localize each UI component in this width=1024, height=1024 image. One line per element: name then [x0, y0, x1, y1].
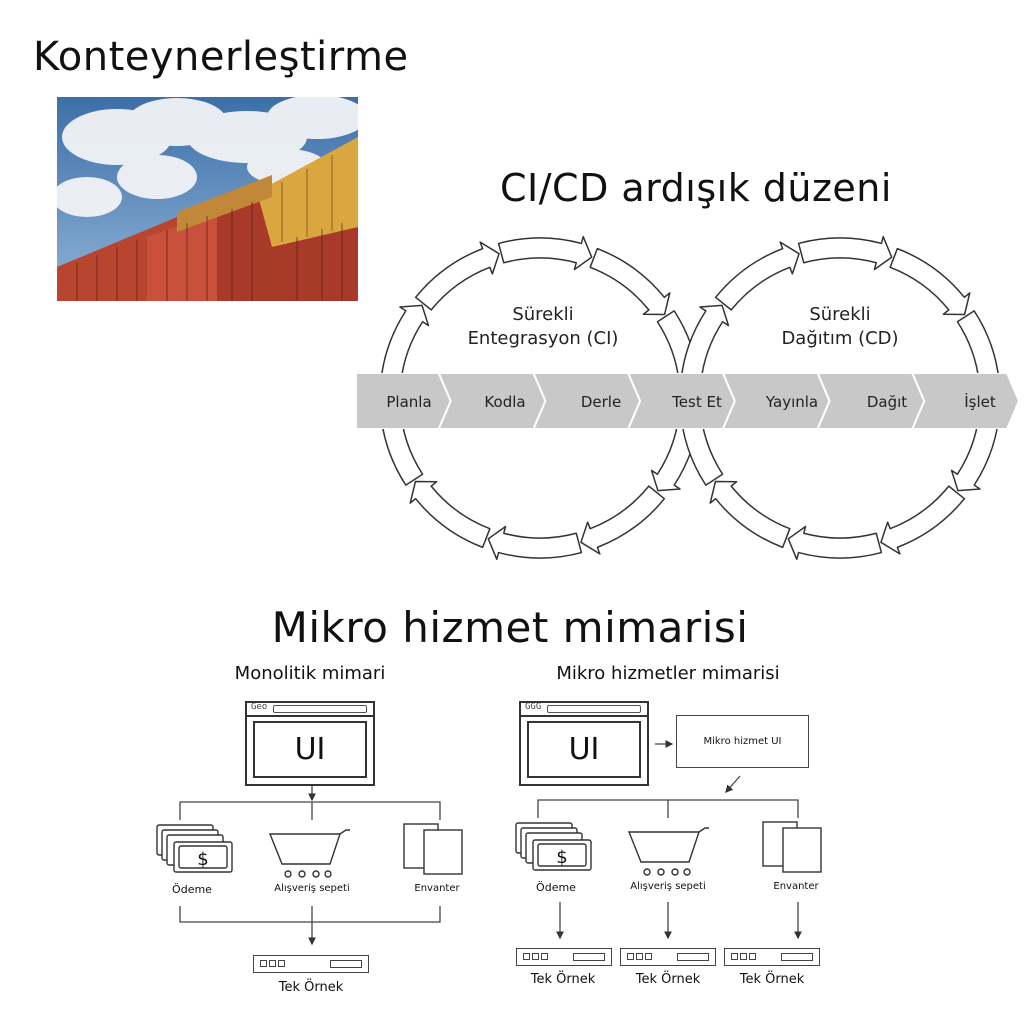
ci-loop-arrow	[589, 247, 671, 316]
microservices-arch-title: Mikro hizmetler mimarisi	[556, 663, 780, 684]
pipeline-chevron	[816, 373, 926, 429]
stage-build: Derle	[580, 393, 622, 411]
microservice-ui-box: Mikro hizmet UI	[676, 715, 809, 768]
ci-loop-arrow	[580, 485, 666, 555]
cicd-title: CI/CD ardışık düzeni	[500, 166, 892, 210]
monolith-ui-label: UI	[253, 721, 367, 778]
cd-loop-title: Sürekli Dağıtım (CD)	[781, 303, 898, 351]
ci-loop-title: Sürekli Entegrasyon (CI)	[468, 303, 619, 351]
monolith-payment-label: Ödeme	[172, 883, 212, 896]
cd-loop-arrow	[714, 241, 800, 311]
cd-loop-line1: Sürekli	[809, 304, 871, 325]
stage-test: Test Et	[672, 393, 722, 411]
cd-loop-arrow	[679, 304, 730, 392]
ci-loop-arrow	[497, 235, 593, 271]
shopping-cart-icon	[268, 829, 350, 878]
cd-loop-arrow	[709, 480, 791, 549]
micro-instance-label-1: Tek Örnek	[530, 972, 596, 987]
stage-code: Kodla	[484, 393, 526, 411]
micro-server-1	[516, 948, 612, 966]
monolith-server	[253, 955, 369, 973]
cd-loop-arrow	[880, 485, 966, 555]
ci-loop-line2: Entegrasyon (CI)	[467, 328, 619, 349]
ci-loop-line1: Sürekli	[512, 304, 574, 325]
ci-loop-arrow	[379, 304, 430, 392]
svg-text:$: $	[556, 847, 567, 868]
micro-payment-icon: $	[515, 822, 592, 871]
micro-instance-label-2: Tek Örnek	[635, 972, 701, 987]
monolith-instance-label: Tek Örnek	[278, 980, 344, 995]
micro-inventory-label: Envanter	[773, 881, 819, 892]
micro-ui-window: GGG UI	[519, 701, 649, 786]
cd-loop-arrow	[787, 525, 883, 561]
svg-text:$: $	[197, 849, 208, 870]
ci-loop-arrow	[414, 241, 500, 311]
micro-inventory-icon	[762, 821, 822, 873]
micro-ui-label: UI	[527, 721, 641, 778]
micro-server-2	[620, 948, 716, 966]
pipeline-chevron	[532, 373, 642, 429]
pipeline-chevron	[627, 373, 736, 429]
cd-loop-arrow	[797, 235, 893, 271]
stage-plan: Planla	[386, 393, 432, 411]
stage-operate: İşlet	[964, 393, 996, 411]
monolith-ui-window: Geo UI	[245, 701, 375, 786]
inventory-icon	[403, 823, 463, 875]
microservices-title: Mikro hizmet mimarisi	[271, 603, 749, 652]
pipeline-chevron	[721, 373, 831, 429]
pipeline-chevrons	[356, 373, 1019, 429]
cd-loop-line2: Dağıtım (CD)	[781, 328, 899, 349]
stage-release: Yayınla	[765, 393, 819, 411]
micro-server-3	[724, 948, 820, 966]
micro-instance-label-3: Tek Örnek	[739, 972, 805, 987]
containerization-title: Konteynerleştirme	[33, 34, 409, 80]
monolith-inventory-label: Envanter	[414, 883, 460, 894]
monolith-cart-label: Alışveriş sepeti	[274, 883, 350, 894]
micro-payment-label: Ödeme	[536, 881, 576, 894]
shipping-containers-photo	[57, 97, 358, 301]
pipeline-chevron	[437, 373, 547, 429]
pipeline-chevron	[911, 373, 1019, 429]
stage-deploy: Dağıt	[866, 393, 908, 411]
ci-loop-arrow	[487, 525, 583, 561]
micro-shopping-cart-icon	[627, 827, 709, 876]
micro-cart-label: Alışveriş sepeti	[630, 881, 706, 892]
payment-icon: $	[156, 824, 233, 873]
cd-loop-arrow	[889, 247, 971, 316]
ci-loop-arrow	[409, 480, 491, 549]
monolithic-title: Monolitik mimari	[234, 663, 386, 684]
